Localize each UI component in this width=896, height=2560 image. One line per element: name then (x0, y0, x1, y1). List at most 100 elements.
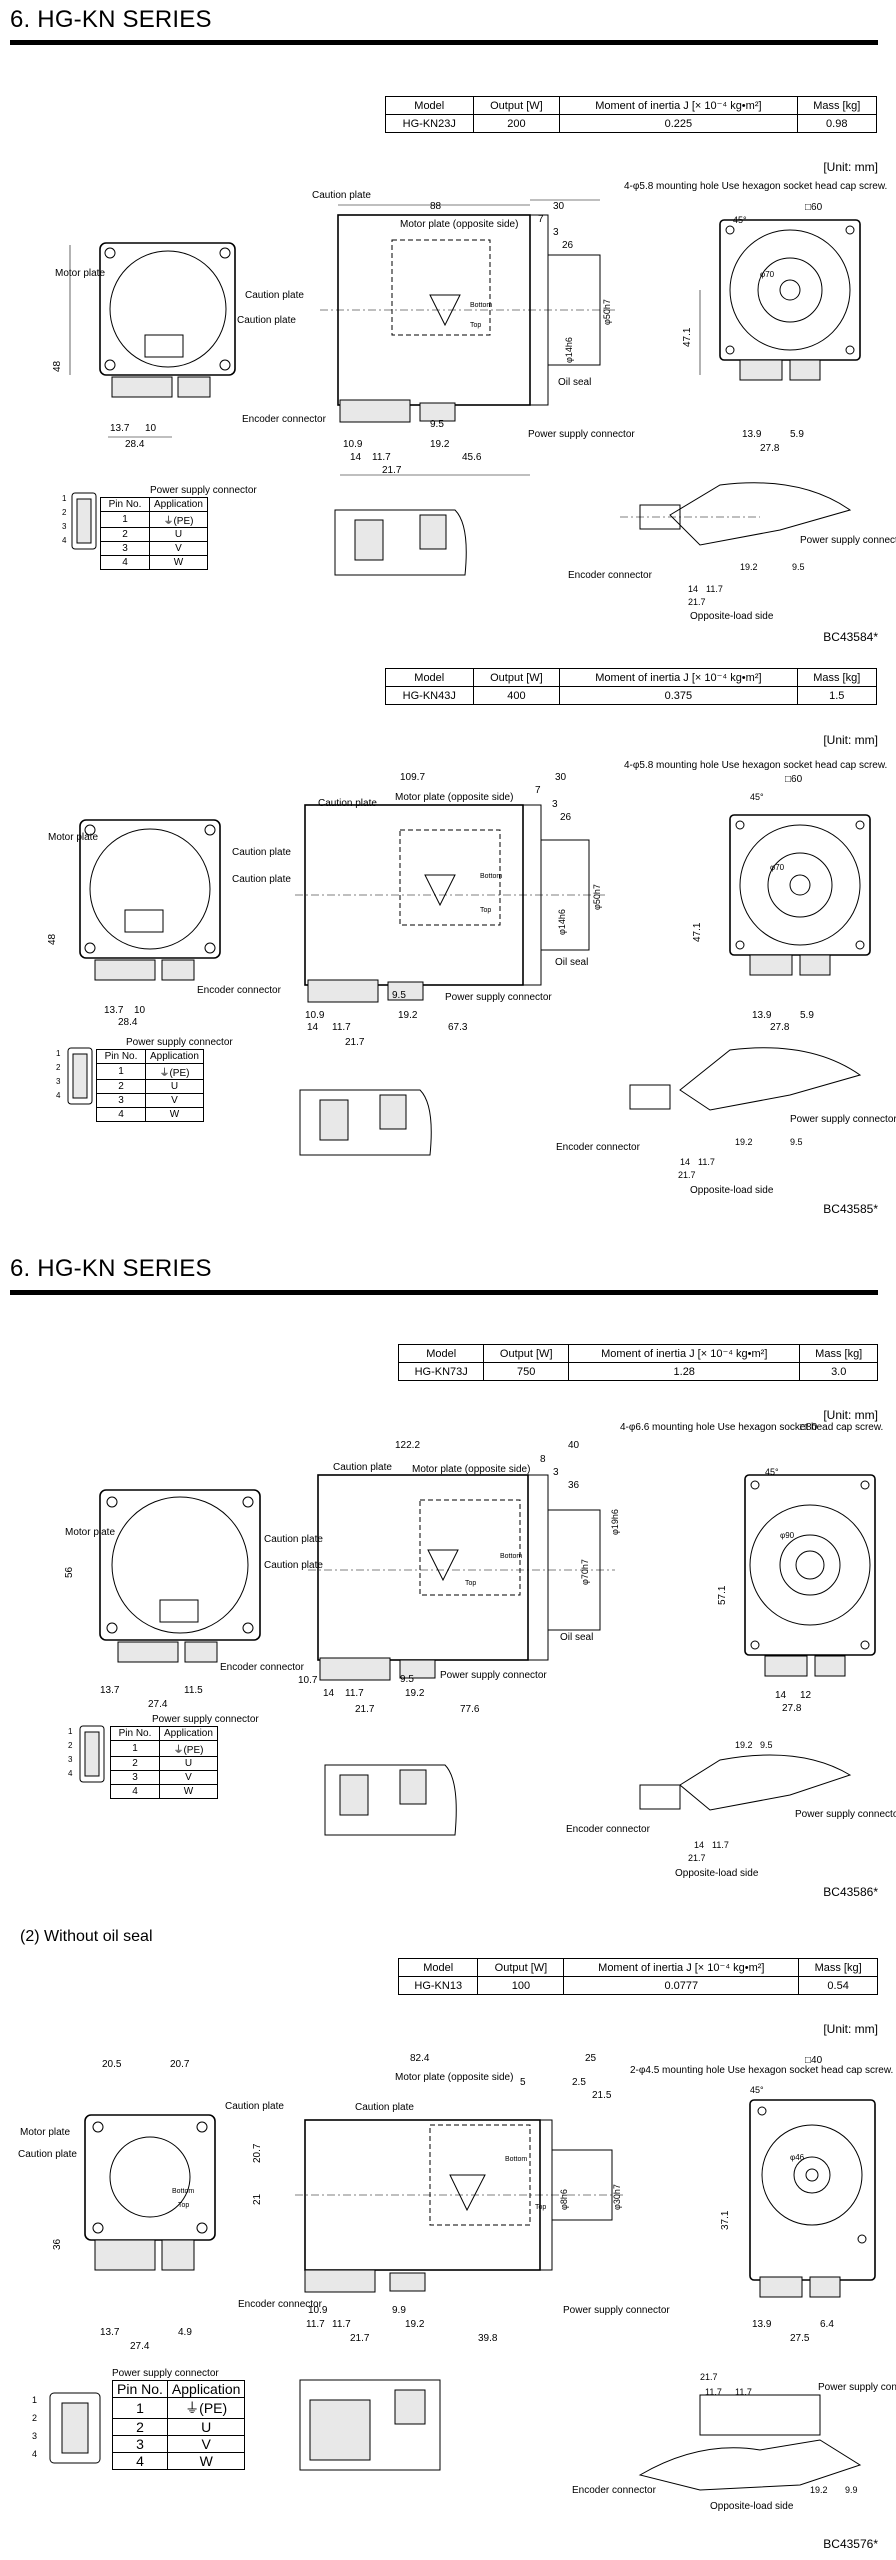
svg-text:1: 1 (56, 1049, 61, 1058)
side-view (308, 1474, 615, 1681)
dim-c275: 27.5 (790, 2333, 810, 2344)
pin-table-caption: Power supply connector (152, 1714, 259, 1725)
col-inertia: Moment of inertia J [× 10⁻⁴ kg•m²] (559, 668, 798, 687)
dim-e117: 11.7 (706, 584, 723, 594)
label-power-connector-detail: Power supply connector (790, 1114, 896, 1125)
dim-h36: 36 (52, 2238, 63, 2250)
dim-shaft2: φ8h6 (559, 2189, 569, 2210)
dim-b192: 19.2 (398, 1010, 418, 1021)
label-bottom: Bottom (480, 873, 502, 880)
col-mass: Mass [kg] (796, 668, 877, 687)
label-caution-plate: Caution plate (18, 2149, 77, 2160)
cell-output: 200 (472, 114, 561, 133)
front-view (749, 2099, 876, 2298)
label-encoder-connector-detail: Encoder connector (556, 1142, 641, 1153)
dim-d3: 3 (552, 799, 558, 810)
col-mass: Mass [kg] (796, 96, 877, 115)
dim-b99: 9.9 (392, 2305, 406, 2316)
label-motor-plate: Motor plate (20, 2127, 70, 2138)
dim-d26: 26 (562, 240, 574, 251)
label-encoder-connector: Encoder connector (197, 985, 282, 996)
pin-no: 2 (110, 1756, 160, 1771)
dim-flange: 40 (568, 1440, 580, 1451)
connector-detail-left (334, 509, 467, 576)
front-view (729, 814, 871, 976)
label-caution-plate: Caution plate (264, 1534, 323, 1545)
dim-a274: 27.4 (130, 2341, 150, 2352)
pin-app: U (149, 527, 208, 542)
pin-table-3: Power supply connector Pin No.Applicatio… (110, 1714, 259, 1799)
pin-app: U (145, 1079, 204, 1094)
dim-b109: 10.9 (308, 2305, 328, 2316)
label-encoder-connector: Encoder connector (220, 1662, 305, 1673)
pin-col-no: Pin No. (100, 497, 150, 512)
dim-shaft1: φ50h7 (602, 299, 612, 325)
label-caution-plate-side: Caution plate (318, 798, 377, 809)
label-caution-plate: Caution plate (232, 847, 291, 858)
dim-len: 88 (430, 201, 442, 212)
cell-mass: 3.0 (799, 1362, 878, 1381)
cell-model: HG-KN23J (385, 114, 474, 133)
dim-shaft2: φ14h6 (557, 909, 567, 935)
label-top: Top (178, 2202, 189, 2209)
svg-text:2: 2 (32, 2413, 37, 2423)
col-model: Model (385, 668, 474, 687)
subtitle-without-oil-seal: (2) Without oil seal (20, 1928, 153, 1945)
unit-label-4: [Unit: mm] (823, 2022, 878, 2036)
label-caution-plate-2: Caution plate (232, 874, 291, 885)
dim-d26: 26 (560, 812, 572, 823)
dim-a10: 10 (145, 423, 157, 434)
col-inertia: Moment of inertia J [× 10⁻⁴ kg•m²] (563, 1958, 800, 1977)
label-caution-plate-side: Caution plate (355, 2102, 414, 2113)
svg-text:4: 4 (62, 536, 67, 545)
cell-mass: 1.5 (796, 686, 877, 705)
pin-col-app: Application (159, 1726, 218, 1741)
cell-mass: 0.98 (796, 114, 877, 133)
dim-e95: 9.5 (792, 562, 805, 572)
pin-no: 1 (110, 1740, 160, 1757)
pin-table-caption: Power supply connector (112, 2368, 219, 2379)
dim-c139: 14 (775, 1690, 787, 1701)
pin-table-4: Power supply connector Pin No.Applicatio… (112, 2368, 246, 2470)
label-top: Top (465, 1580, 476, 1587)
pin-app: W (159, 1784, 218, 1799)
dim-len: 122.2 (395, 1440, 420, 1451)
label-oil-seal: Oil seal (560, 1632, 593, 1643)
connector-detail-right (620, 482, 852, 546)
dim-b117: 11.7 (306, 2319, 325, 2330)
connector-detail-left (299, 1089, 432, 1156)
dim-a284: 27.4 (148, 1699, 168, 1710)
dim-b117b: 11.7 (332, 2319, 351, 2330)
label-top-side: Top (535, 2204, 546, 2211)
label-power-connector: Power supply connector (445, 992, 552, 1003)
pin-app: ⏚(PE) (166, 2397, 246, 2419)
dim-e117: 11.7 (705, 2387, 722, 2397)
unit-label-2: [Unit: mm] (823, 733, 878, 747)
svg-text:1: 1 (62, 494, 67, 503)
header-rule-2 (10, 1290, 878, 1295)
drawing-kn23j: Motor plate Caution plate Caution plate … (52, 181, 896, 622)
pin-col-no: Pin No. (112, 2380, 168, 2398)
dim-d46: φ46 (790, 2153, 805, 2162)
col-output: Output [W] (477, 1958, 565, 1977)
dim-sq: □40 (805, 2055, 823, 2066)
svg-text:3: 3 (62, 522, 67, 531)
label-motor-plate: Motor plate (55, 268, 105, 279)
dim-c278: 27.8 (782, 1703, 802, 1714)
svg-text:2: 2 (68, 1741, 73, 1750)
dim-a10: 11.5 (184, 1685, 203, 1696)
dim-h48: 48 (52, 360, 63, 372)
connector-detail-left (324, 1764, 457, 1836)
dim-shaft1: φ50h7 (592, 884, 602, 910)
dim-h48: 56 (64, 1566, 75, 1578)
dim-b192: 19.2 (405, 1688, 425, 1699)
dim-h371: 37.1 (720, 2210, 731, 2230)
section-title: 6. HG-KN SERIES (10, 6, 212, 33)
dim-b217: 21.7 (382, 465, 402, 476)
svg-text:3: 3 (32, 2431, 37, 2441)
